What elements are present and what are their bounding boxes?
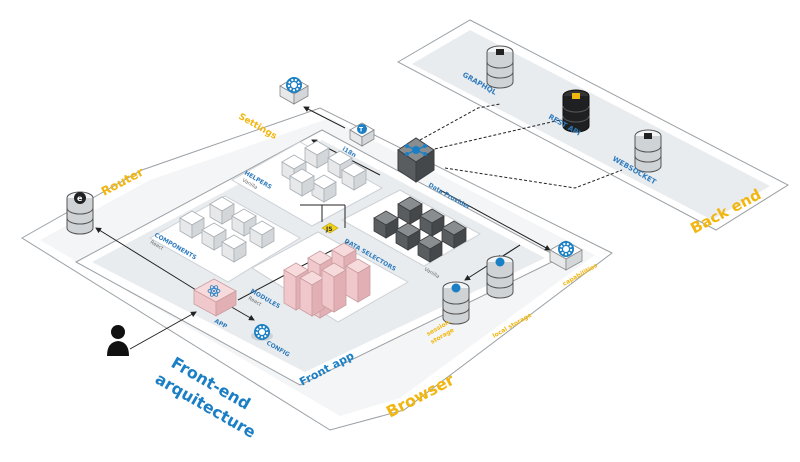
network-icon bbox=[405, 144, 427, 156]
svg-text:JS: JS bbox=[325, 226, 333, 233]
config-gear-icon[interactable] bbox=[251, 323, 273, 341]
settings-icon[interactable] bbox=[279, 76, 309, 105]
websocket-server-icon[interactable] bbox=[634, 129, 662, 173]
rest-api-server-icon[interactable] bbox=[562, 89, 590, 133]
data-provider-icon[interactable] bbox=[397, 137, 435, 183]
app-block[interactable] bbox=[193, 278, 237, 317]
react-atom-icon bbox=[207, 285, 221, 297]
user-icon[interactable] bbox=[107, 325, 129, 356]
svg-text:e: e bbox=[77, 194, 83, 203]
backend-dashed-links bbox=[419, 103, 623, 189]
graphql-server-icon[interactable] bbox=[486, 45, 514, 89]
capabilities-icon[interactable] bbox=[549, 240, 583, 271]
router-icon[interactable]: e bbox=[66, 191, 94, 235]
svg-text:T: T bbox=[359, 127, 364, 134]
js-icon: JS bbox=[321, 222, 339, 234]
modules-towers bbox=[283, 242, 371, 319]
session-storage-icon[interactable] bbox=[442, 281, 470, 325]
i18n-icon[interactable]: T bbox=[349, 122, 375, 147]
local-storage-icon[interactable] bbox=[486, 255, 514, 299]
